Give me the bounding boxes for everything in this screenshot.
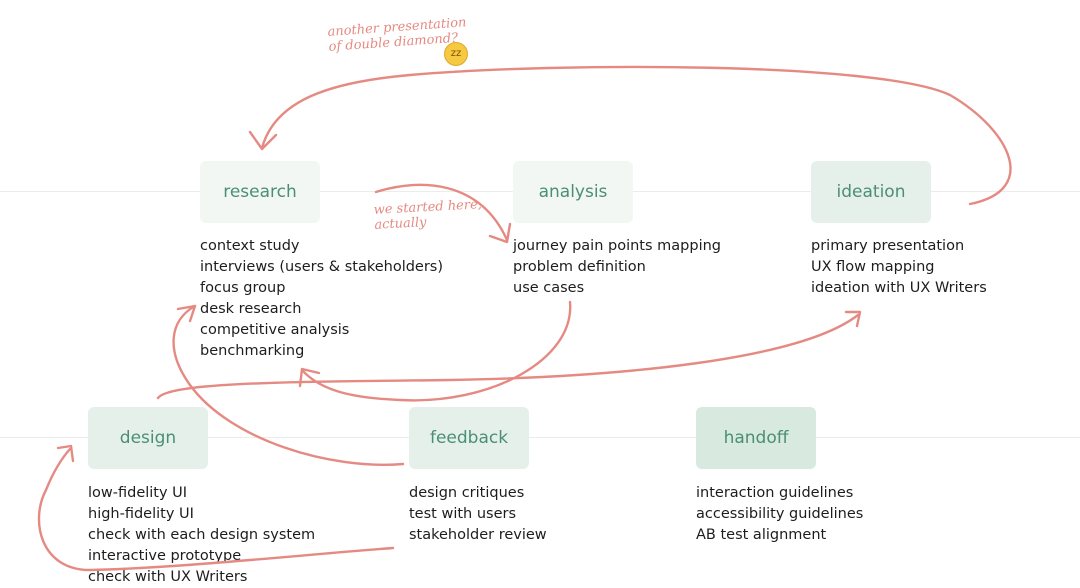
list-item: design critiques <box>409 485 525 501</box>
list-item: benchmarking <box>200 343 305 359</box>
loop-arrowhead-research <box>248 130 278 151</box>
stage-research[interactable]: research <box>200 161 320 223</box>
list-item: problem definition <box>513 259 646 275</box>
list-item: desk research <box>200 301 302 317</box>
list-item: high-fidelity UI <box>88 506 194 522</box>
list-item: UX flow mapping <box>811 259 935 275</box>
arrow-design-to-ideation <box>156 313 860 400</box>
stage-title: feedback <box>429 428 509 448</box>
list-item: context study <box>200 238 300 254</box>
list-item: competitive analysis <box>200 322 350 338</box>
research-activity-list: context study interviews (users & stakeh… <box>200 236 443 362</box>
stage-title: design <box>119 428 177 448</box>
list-item: use cases <box>513 280 585 296</box>
list-item: stakeholder review <box>409 527 547 543</box>
arrowhead-design <box>56 444 75 463</box>
list-item: check with each design system <box>88 527 316 543</box>
list-item: journey pain points mapping <box>513 238 721 254</box>
arrowhead-research-desk <box>176 304 197 323</box>
arrowhead-research-list <box>298 367 321 388</box>
stage-title: research <box>223 182 297 202</box>
stage-analysis[interactable]: analysis <box>513 161 633 223</box>
start-annotation-note: we started here, actually <box>373 197 483 233</box>
start-arrowhead <box>488 222 512 244</box>
stage-title: analysis <box>538 182 608 202</box>
list-item: interactive prototype <box>88 548 242 564</box>
stage-handoff[interactable]: handoff <box>696 407 816 469</box>
stage-ideation[interactable]: ideation <box>811 161 931 223</box>
list-item: AB test alignment <box>696 527 827 543</box>
handoff-activity-list: interaction guidelines accessibility gui… <box>696 483 863 546</box>
list-item: test with users <box>409 506 517 522</box>
list-item: primary presentation <box>811 238 965 254</box>
loop-arrow-ideation-to-research <box>260 65 1012 206</box>
arrow-feedback-to-design <box>37 447 395 572</box>
list-item: low-fidelity UI <box>88 485 188 501</box>
list-item: accessibility guidelines <box>696 506 864 522</box>
stage-design[interactable]: design <box>88 407 208 469</box>
arrow-feedback-to-research <box>172 304 405 466</box>
list-item: ideation with UX Writers <box>811 280 987 296</box>
list-item: check with UX Writers <box>88 569 248 585</box>
arrowhead-ideation <box>844 310 862 328</box>
ideation-activity-list: primary presentation UX flow mapping ide… <box>811 236 987 299</box>
arrow-analysis-to-research <box>300 300 572 402</box>
stage-title: handoff <box>723 428 789 448</box>
list-item: interviews (users & stakeholders) <box>200 259 444 275</box>
feedback-activity-list: design critiques test with users stakeho… <box>409 483 547 546</box>
sleepy-face-icon: zz <box>444 42 468 66</box>
row-guide-line-bottom <box>0 437 1080 438</box>
list-item: interaction guidelines <box>696 485 854 501</box>
stage-title: ideation <box>836 182 906 202</box>
list-item: focus group <box>200 280 286 296</box>
stage-feedback[interactable]: feedback <box>409 407 529 469</box>
start-arrow-to-analysis <box>374 183 509 242</box>
analysis-activity-list: journey pain points mapping problem defi… <box>513 236 721 299</box>
design-activity-list: low-fidelity UI high-fidelity UI check w… <box>88 483 315 588</box>
